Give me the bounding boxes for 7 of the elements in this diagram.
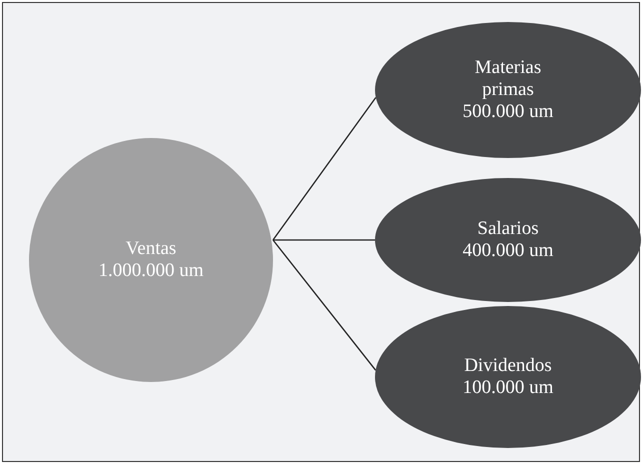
node-label: Salarios 400.000 um xyxy=(462,218,554,262)
node-label: Dividendos 100.000 um xyxy=(462,355,554,399)
connector-line xyxy=(272,240,376,371)
node-label: Materias primas 500.000 um xyxy=(462,57,554,123)
node-label: Ventas 1.000.000 um xyxy=(97,238,205,282)
connector-line xyxy=(273,239,375,241)
connector-line xyxy=(272,97,376,240)
